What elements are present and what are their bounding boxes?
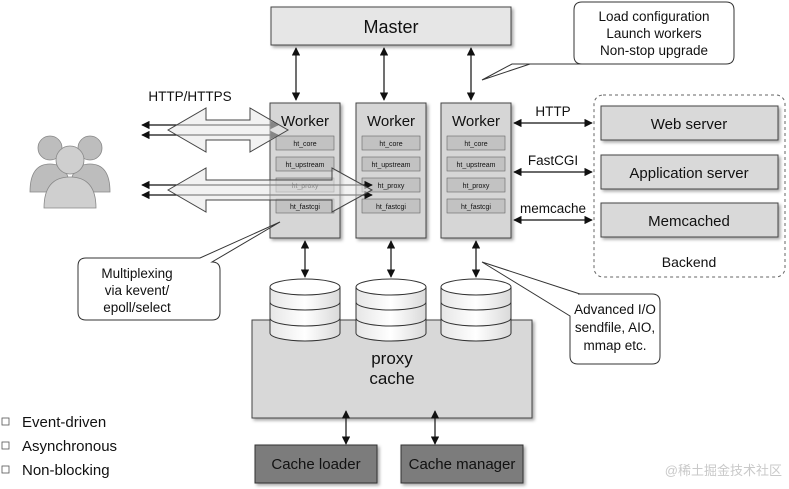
worker-3-module-core <box>446 135 506 151</box>
multiplexing-note-2: via kevent/ <box>105 283 170 298</box>
multiplexing-note-1: Multiplexing <box>101 266 172 281</box>
worker-2-module-core-label: ht_core <box>379 141 402 148</box>
users-icon <box>29 135 111 209</box>
protocol-http-label: HTTP <box>535 104 570 119</box>
multiplexing-arrows <box>167 107 374 213</box>
worker-3-label: Worker <box>452 113 500 130</box>
worker-3-module-proxy-label: ht_proxy <box>463 183 490 190</box>
cache-disk-3 <box>440 278 512 342</box>
client-link-label: HTTP/HTTPS <box>148 89 231 104</box>
application-server-label: Application server <box>629 165 748 182</box>
worker-1-label: Worker <box>281 113 329 130</box>
proxy-cache-label-line1: proxy <box>371 349 413 368</box>
worker-3-module-core-label: ht_core <box>464 141 487 148</box>
worker-1-module-upstream <box>275 156 335 172</box>
legend-bullet-1 <box>1 417 10 426</box>
io-note-3: mmap etc. <box>583 338 646 353</box>
worker-3-module-fastcgi <box>446 198 506 214</box>
worker-2-module-upstream <box>361 156 421 172</box>
cache-manager-label: Cache manager <box>409 456 516 473</box>
worker-3-module-fastcgi-label: ht_fastcgi <box>461 204 491 211</box>
worker-2-module-proxy-label: ht_proxy <box>378 183 405 190</box>
web-server-label: Web server <box>651 116 727 133</box>
io-note-1: Advanced I/O <box>574 302 656 317</box>
master-box: Master <box>270 6 512 46</box>
cache-process-arrows <box>341 410 440 445</box>
legend: Event-driven Asynchronous Non-blocking <box>1 414 117 479</box>
legend-item-3: Non-blocking <box>22 462 110 479</box>
worker-1-module-fastcgi-label: ht_fastcgi <box>290 204 320 211</box>
multiplexing-callout: Multiplexing via kevent/ epoll/select <box>77 221 281 321</box>
master-notes-callout: Load configuration Launch workers Non-st… <box>481 1 735 81</box>
worker-3-module-upstream <box>446 156 506 172</box>
worker-3-module-proxy <box>446 177 506 193</box>
worker-2-module-core <box>361 135 421 151</box>
legend-item-2: Asynchronous <box>22 438 117 455</box>
backend-group: Web server Application server Memcached … <box>593 94 786 278</box>
legend-bullet-3 <box>1 465 10 474</box>
io-note-2: sendfile, AIO, <box>575 320 655 335</box>
application-server-box <box>600 154 779 190</box>
protocol-fastcgi-label: FastCGI <box>528 153 578 168</box>
memcached-box <box>600 202 779 238</box>
legend-bullet-2 <box>1 441 10 450</box>
memcached-label: Memcached <box>648 213 730 230</box>
master-note-3: Non-stop upgrade <box>600 43 708 58</box>
master-worker-arrows <box>291 47 476 101</box>
backend-label: Backend <box>662 254 716 270</box>
worker-2: Worker ht_core ht_upstream ht_proxy ht_f… <box>355 102 427 239</box>
cache-manager-box: Cache manager <box>400 444 524 484</box>
worker-1: Worker ht_core ht_upstream ht_proxy ht_f… <box>269 102 341 239</box>
protocol-memcache-label: memcache <box>520 201 586 216</box>
proxy-cache-label-line2: cache <box>369 369 414 388</box>
protocol-arrows <box>513 118 593 225</box>
advanced-io-callout: Advanced I/O sendfile, AIO, mmap etc. <box>481 261 661 365</box>
worker-1-module-core-label: ht_core <box>293 141 316 148</box>
master-note-1: Load configuration <box>598 9 709 24</box>
worker-1-module-core <box>275 135 335 151</box>
worker-cache-arrows <box>300 240 481 278</box>
worker-3-module-upstream-label: ht_upstream <box>457 162 496 169</box>
cache-disk-2 <box>355 278 427 342</box>
web-server-box <box>600 105 779 141</box>
legend-item-1: Event-driven <box>22 414 106 431</box>
master-note-2: Launch workers <box>606 26 702 41</box>
worker-3: Worker ht_core ht_upstream ht_proxy ht_f… <box>440 102 512 239</box>
multiplexing-note-3: epoll/select <box>103 300 171 315</box>
cache-loader-box: Cache loader <box>254 444 378 484</box>
worker-2-module-fastcgi-label: ht_fastcgi <box>376 204 406 211</box>
worker-2-label: Worker <box>367 113 415 130</box>
cache-disk-1 <box>269 278 341 342</box>
worker-2-module-fastcgi <box>361 198 421 214</box>
worker-1-module-upstream-label: ht_upstream <box>286 162 325 169</box>
worker-2-module-upstream-label: ht_upstream <box>372 162 411 169</box>
watermark: @稀土掘金技术社区 <box>665 463 782 478</box>
master-label: Master <box>363 17 418 37</box>
cache-loader-label: Cache loader <box>271 456 360 473</box>
